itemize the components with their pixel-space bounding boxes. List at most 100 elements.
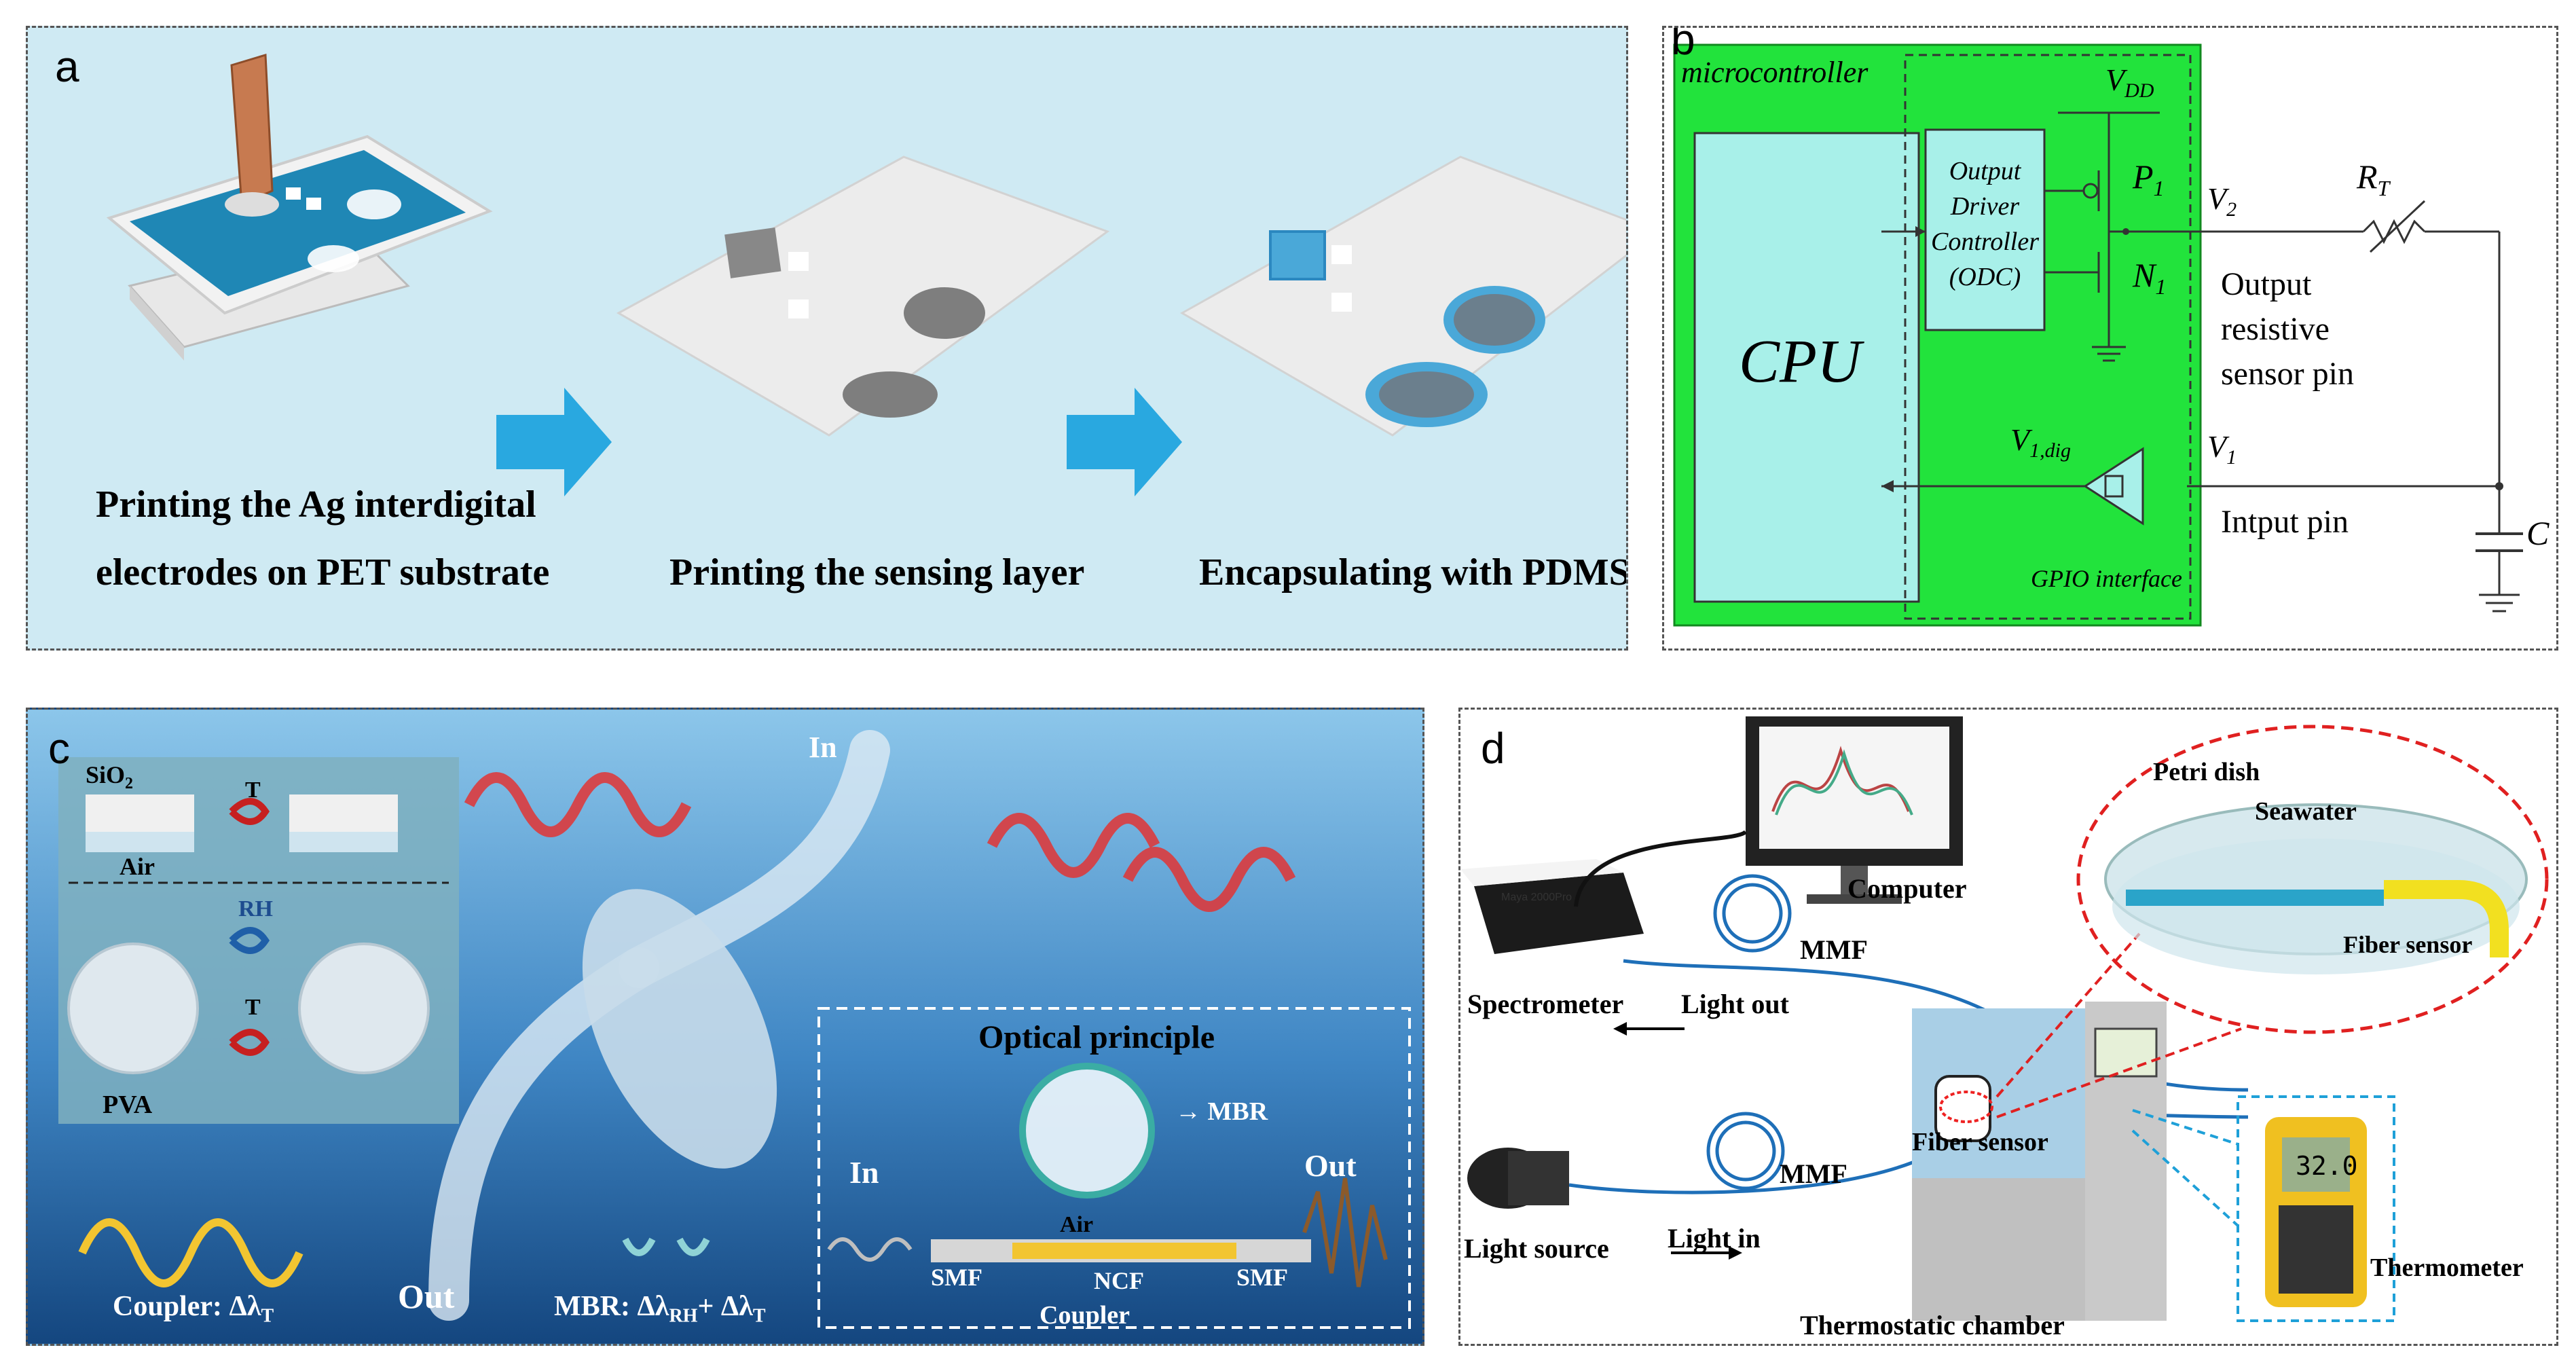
mmf-top-label: MMF [1800, 934, 1868, 965]
p1-main: P [2133, 158, 2154, 196]
v2-sub: 2 [2226, 198, 2237, 221]
gpio-label: GPIO interface [2031, 565, 2182, 592]
panel-c-illustration [58, 730, 1411, 1329]
v1-main: V [2207, 429, 2227, 464]
gpio-region [1904, 54, 2192, 620]
v1-sub: 1 [2226, 446, 2237, 469]
in2-label: In [849, 1155, 879, 1190]
t-label-top: T [245, 778, 261, 803]
thermometer-reading: 32.0 [2296, 1151, 2358, 1181]
panel-a-illustration [106, 54, 1626, 496]
spectrometer-device [1474, 873, 1644, 954]
odc-block [1924, 128, 2046, 331]
panel-label-c: c [48, 724, 70, 773]
mbr-delta-main: MBR: Δλ [554, 1291, 669, 1322]
caption-step2: Printing the sensing layer [669, 551, 1085, 593]
schmitt-buffer [2083, 447, 2144, 526]
t-label-bottom: T [245, 995, 261, 1020]
sheet-step3 [1179, 156, 1626, 437]
fiber-sensor-mid-label: Fiber sensor [1912, 1128, 2048, 1156]
v1dig-sub: 1,dig [2029, 439, 2071, 462]
odc-line-4: (ODC) [1949, 263, 2021, 291]
coupler-delta-sub: T [261, 1305, 274, 1327]
mbr-delta-mid: + Δλ [697, 1291, 753, 1322]
sio2-label: SiO2 [86, 761, 133, 793]
thermometer-label: Thermometer [2370, 1254, 2524, 1282]
screen-mesh [130, 150, 466, 296]
heat-wave-1 [464, 772, 692, 837]
odc-label: Output Driver Controller (ODC) [1926, 153, 2044, 295]
v1dig-main: V [2010, 422, 2030, 457]
output-line-2: resistive [2221, 311, 2330, 347]
heat-wave-2 [987, 813, 1160, 878]
coupler-delta-main: Coupler: Δλ [113, 1291, 261, 1322]
n1-sub: 1 [2155, 274, 2167, 299]
panel-label-b: b [1671, 26, 1695, 64]
computer-label: Computer [1847, 873, 1967, 904]
spectrometer-brand: Maya 2000Pro [1501, 892, 1572, 903]
mbr-bulb [582, 889, 777, 1169]
fiber-sensor-top-label: Fiber sensor [2343, 931, 2473, 958]
output-line-3: sensor pin [2221, 356, 2354, 392]
vdd-label: VDD [2105, 62, 2154, 103]
caption-step3: Encapsulating with PDMS [1199, 551, 1628, 593]
spectrometer-label: Spectrometer [1467, 989, 1624, 1019]
optical-inset [817, 1007, 1411, 1329]
panel-c: c SiO2 Air T RH T PVA In Out Coupler: Δλ… [26, 708, 1424, 1346]
sio2-sub: 2 [125, 775, 134, 793]
pva-label: PVA [103, 1091, 153, 1119]
optical-principle-title: Optical principle [978, 1019, 1215, 1055]
panel-label-a: a [55, 42, 79, 91]
odc-line-1: Output [1949, 157, 2021, 185]
mbr-delta-label: MBR: ΔλRH+ ΔλT [554, 1290, 766, 1327]
panel-d-setup [1460, 716, 2549, 1322]
n1-main: N [2133, 256, 2156, 294]
seawater-label: Seawater [2255, 797, 2357, 826]
pva-network-left [67, 943, 199, 1074]
out-label: Out [398, 1277, 455, 1315]
coupler-delta-label: Coupler: ΔλT [113, 1290, 274, 1327]
n1-label: N1 [2133, 255, 2166, 299]
mbr-delta-sub2: T [752, 1305, 766, 1327]
mbr-delta-sub1: RH [669, 1305, 698, 1327]
light-out-label: Light out [1681, 989, 1789, 1019]
air-label: Air [119, 853, 155, 880]
input-pin-label: Intput pin [2221, 504, 2349, 540]
cpu-label: CPU [1739, 328, 1861, 395]
heat-wave-3 [1122, 847, 1296, 912]
v1-label: V1 [2207, 428, 2237, 469]
out2-label: Out [1304, 1148, 1357, 1183]
smf-right-label: SMF [1236, 1264, 1288, 1291]
v1dig-label: V1,dig [2010, 422, 2071, 462]
mbr-label: → MBR [1175, 1097, 1268, 1126]
rt-sub: T [2377, 176, 2390, 200]
squeegee [230, 54, 274, 206]
chamber-label: Thermostatic chamber [1800, 1310, 2065, 1340]
light-in-label: Light in [1668, 1223, 1761, 1254]
petri-label: Petri dish [2153, 758, 2260, 786]
v2-main: V [2207, 181, 2227, 216]
mmf-bottom-label: MMF [1780, 1158, 1847, 1189]
air2-label: Air [1060, 1212, 1094, 1237]
smf-left-label: SMF [931, 1264, 982, 1291]
sheet-step2 [616, 156, 1110, 437]
rt-label: RT [2357, 157, 2389, 201]
odc-line-3: Controller [1930, 227, 2040, 256]
output-line-1: Output [2221, 266, 2312, 302]
panel-b-circuit [1673, 43, 2523, 627]
in-label: In [809, 731, 837, 764]
pva-network-right [298, 943, 430, 1074]
odc-line-2: Driver [1950, 192, 2020, 221]
vdd-sub: DD [2124, 79, 2154, 103]
panel-label-d: d [1481, 724, 1505, 773]
rh-label: RH [238, 896, 273, 921]
caption-step1-line2: electrodes on PET substrate [96, 551, 550, 593]
output-pin-label: Output resistive sensor pin [2221, 262, 2354, 397]
vdd-main: V [2105, 62, 2125, 97]
panel-d: d Computer Petri dish Seawater Fiber sen… [1458, 708, 2558, 1346]
cpu-block [1693, 132, 1920, 603]
sio2-main: SiO [86, 761, 126, 788]
p1-label: P1 [2133, 157, 2165, 201]
zoom-bubble [2076, 725, 2549, 1034]
arrow-right-1 [496, 388, 612, 496]
